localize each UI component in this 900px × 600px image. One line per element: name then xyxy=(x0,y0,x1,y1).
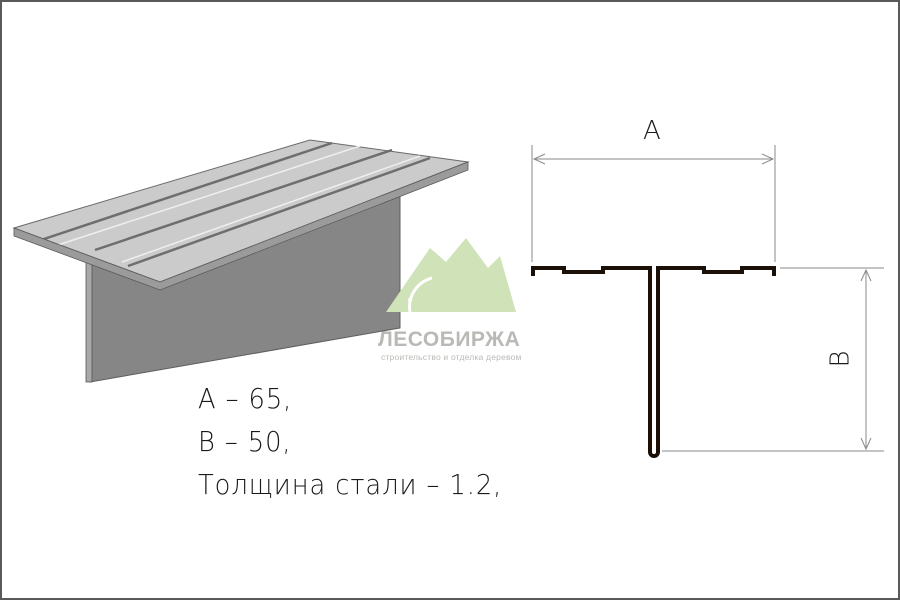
section-left-flange xyxy=(531,266,652,452)
dim-b-arrow-bottom xyxy=(860,437,872,451)
dim-b-arrow-top xyxy=(860,268,872,282)
watermark-logo-icon xyxy=(386,238,516,313)
groove-2 xyxy=(94,148,393,252)
dim-a-arrow-right xyxy=(761,153,775,165)
spec-steel-thickness: Толщина стали – 1.2, xyxy=(198,468,503,501)
spec-dimension-a: A – 65, xyxy=(198,382,293,415)
section-web-tip xyxy=(648,451,660,458)
groove-1 xyxy=(34,141,333,244)
isometric-profile xyxy=(12,139,470,383)
cross-section-drawing xyxy=(531,266,776,458)
profile-flange-edge xyxy=(13,161,469,291)
dimension-b-label: B xyxy=(825,350,856,368)
dimension-a-label: A xyxy=(643,116,661,146)
watermark-name: ЛЕСОБИРЖА xyxy=(378,328,521,351)
groove-3 xyxy=(127,156,431,268)
watermark-tagline: строительство и отделка деревом xyxy=(381,352,522,362)
section-right-flange xyxy=(656,266,776,452)
profile-web-edge xyxy=(85,257,93,383)
spec-dimension-b: B – 50, xyxy=(198,425,292,458)
dim-a-arrow-left xyxy=(532,153,546,165)
dimension-lines xyxy=(531,145,884,452)
